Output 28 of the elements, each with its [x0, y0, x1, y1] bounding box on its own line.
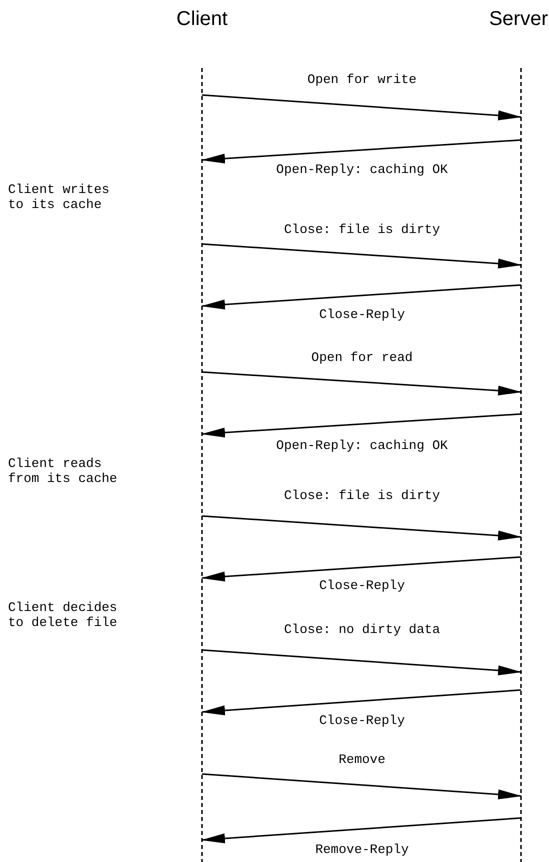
- edge-label: Open-Reply: caching OK: [274, 438, 450, 453]
- edge-label: Close: file is dirty: [282, 488, 442, 503]
- edge-label: Open for read: [309, 350, 415, 365]
- edge-label: Open for write: [305, 72, 419, 87]
- message-arrow: [202, 773, 522, 800]
- message-arrow: [202, 94, 522, 120]
- message-arrow: [201, 556, 522, 582]
- message-arrow: [202, 243, 522, 268]
- message-arrow: [202, 371, 522, 396]
- edge-label: Close-Reply: [317, 307, 407, 322]
- edge-label: Open-Reply: caching OK: [274, 162, 450, 177]
- edge-label: Close: file is dirty: [282, 222, 442, 237]
- message-arrow: [201, 413, 522, 438]
- message-arrow: [201, 139, 522, 164]
- participant-heading: Client: [176, 8, 228, 31]
- edge-label: Close: no dirty data: [282, 622, 442, 637]
- edge-label: Remove-Reply: [313, 842, 411, 857]
- message-arrow: [201, 817, 522, 844]
- note-text: Client decides to delete file: [8, 600, 118, 630]
- message-arrow: [202, 649, 522, 676]
- message-arrow: [202, 515, 522, 540]
- edge-label: Close-Reply: [317, 713, 407, 728]
- message-arrow: [201, 689, 522, 716]
- participant-heading: Server: [489, 8, 548, 31]
- edge-label: Close-Reply: [317, 578, 407, 593]
- note-text: Client writes to its cache: [8, 182, 110, 212]
- note-text: Client reads from its cache: [8, 456, 118, 486]
- message-arrow: [201, 284, 522, 310]
